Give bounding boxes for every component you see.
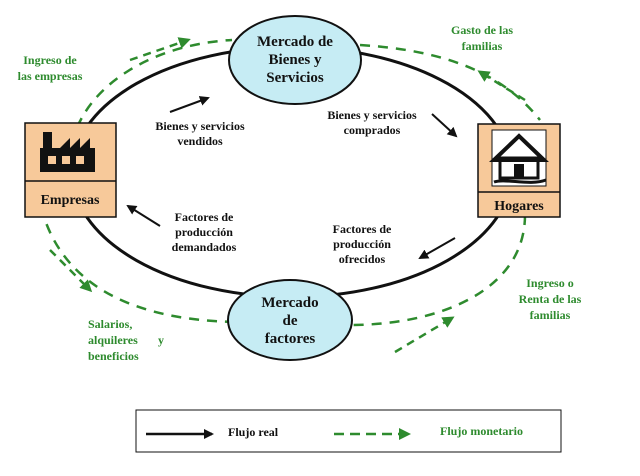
factor-market-node: Mercado de factores (227, 279, 353, 361)
money-flow-bottom-left (43, 219, 236, 324)
money-arrow-top-left (129, 37, 191, 62)
money-flow-top-left (67, 38, 233, 181)
money-flow-bottom-right (349, 214, 527, 327)
real-arrow-goods-bought (431, 113, 458, 138)
real-arrow-factors-offered (418, 237, 456, 259)
household-income-line-2: Renta de las (519, 292, 582, 306)
firm-income-line-2: las empresas (18, 69, 83, 83)
goods-market-line-1: Mercado de (257, 34, 333, 50)
wages-line-1: Salarios, (88, 317, 132, 331)
households-label: Hogares (494, 199, 544, 214)
goods-bought-line-2: comprados (344, 123, 401, 137)
legend-money-label: Flujo monetario (440, 424, 523, 438)
household-income-line-1: Ingreso o (526, 276, 573, 290)
wages-conjunction: y (158, 333, 164, 347)
goods-bought-line-1: Bienes y servicios (327, 108, 417, 122)
factor-market-line-1: Mercado (261, 295, 318, 311)
goods-market-line-3: Servicios (266, 70, 324, 86)
factors-offered-line-3: ofrecidos (339, 252, 386, 266)
firms-label: Empresas (41, 193, 100, 208)
firm-income-line-1: Ingreso de (23, 53, 77, 67)
money-arrow-bottom-left (49, 249, 93, 293)
factors-demanded-line-3: demandados (172, 240, 237, 254)
factors-demanded-line-2: producción (175, 225, 233, 239)
factor-market-line-3: factores (265, 331, 316, 347)
real-arrow-goods-sold (169, 96, 210, 113)
house-icon (489, 129, 549, 187)
factors-offered-line-1: Factores de (333, 222, 392, 236)
household-spending-line-1: Gasto de las (451, 23, 513, 37)
factory-icon (40, 132, 95, 172)
wages-line-2: alquileres (88, 333, 138, 347)
goods-sold-line-1: Bienes y servicios (155, 119, 245, 133)
factor-market-line-2: de (283, 313, 298, 329)
money-arrow-bottom-right (394, 316, 455, 354)
goods-sold-line-2: vendidos (177, 134, 223, 148)
wages-line-3: beneficios (88, 349, 139, 363)
legend: Flujo real Flujo monetario (135, 409, 562, 453)
goods-market-line-2: Bienes y (269, 52, 322, 68)
household-income-line-3: familias (530, 308, 571, 322)
factors-demanded-line-1: Factores de (175, 210, 234, 224)
households-node: Hogares (477, 123, 561, 218)
real-arrow-factors-demanded (126, 204, 161, 227)
factors-offered-line-2: producción (333, 237, 391, 251)
goods-market-node: Mercado de Bienes y Servicios (228, 15, 362, 105)
firms-node: Empresas (24, 122, 117, 218)
money-arrow-top-right (477, 70, 526, 102)
household-spending-line-2: familias (462, 39, 503, 53)
legend-real-label: Flujo real (228, 425, 279, 439)
